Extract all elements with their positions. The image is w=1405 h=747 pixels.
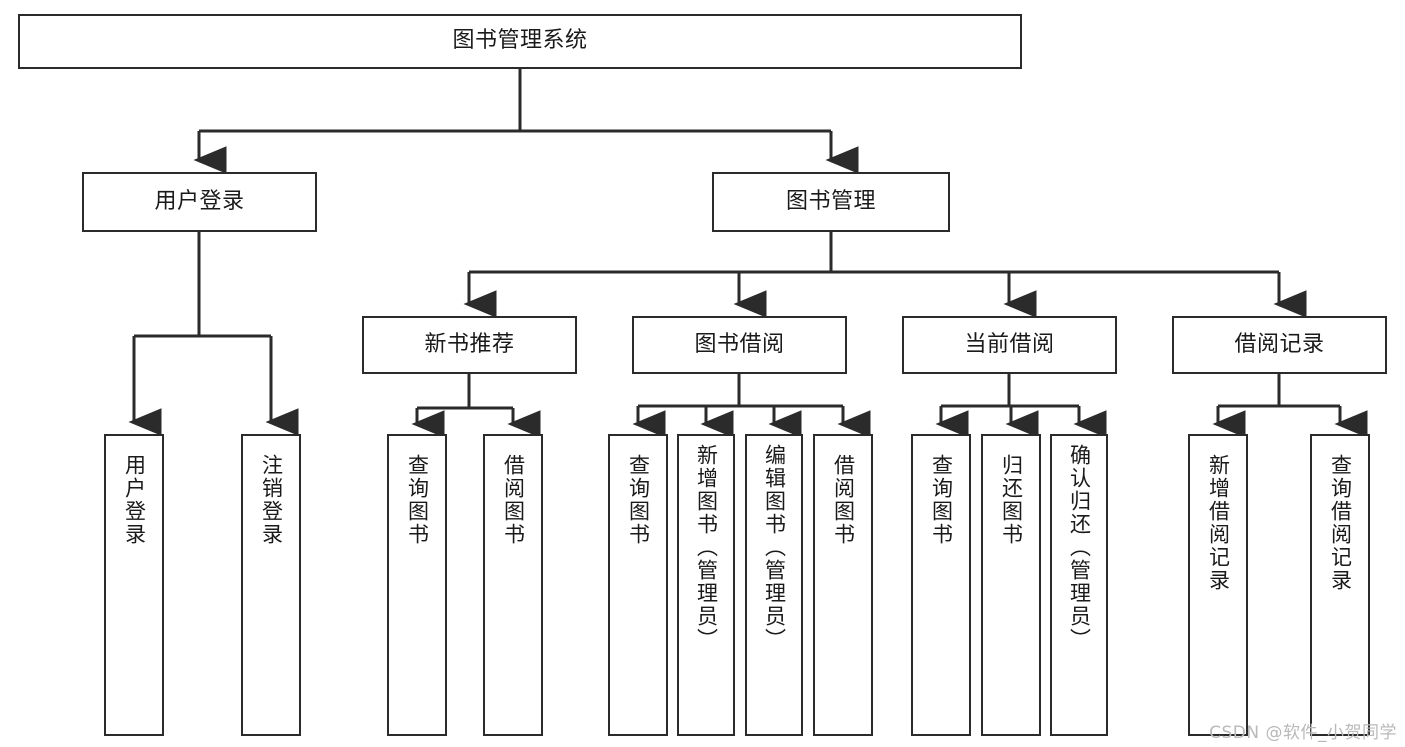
node-label: 查询图书: [626, 454, 651, 546]
node-leaf-add-book[interactable]: 新增图书（管理员）: [677, 434, 735, 736]
node-label: 确认归还（管理员）: [1067, 444, 1092, 651]
node-current-borrow[interactable]: 当前借阅: [902, 316, 1117, 374]
node-book-manage[interactable]: 图书管理: [712, 172, 950, 232]
node-leaf-query-book-3[interactable]: 查询图书: [911, 434, 971, 736]
node-leaf-query-book-2[interactable]: 查询图书: [608, 434, 668, 736]
node-label: 新增图书（管理员）: [694, 444, 719, 651]
node-leaf-borrow-book-2[interactable]: 借阅图书: [813, 434, 873, 736]
node-label: 查询图书: [405, 454, 430, 546]
node-leaf-query-record[interactable]: 查询借阅记录: [1310, 434, 1370, 736]
node-label: 图书管理: [785, 188, 876, 214]
node-label: 借阅图书: [831, 454, 856, 546]
node-label: 用户登录: [154, 188, 245, 214]
node-leaf-user-login[interactable]: 用户登录: [104, 434, 164, 736]
node-label: 借阅记录: [1234, 331, 1325, 357]
node-label: 查询图书: [929, 454, 954, 546]
node-label: 查询借阅记录: [1328, 454, 1353, 592]
node-leaf-add-record[interactable]: 新增借阅记录: [1188, 434, 1248, 736]
node-leaf-confirm-return[interactable]: 确认归还（管理员）: [1050, 434, 1108, 736]
node-label: 新增借阅记录: [1206, 454, 1231, 592]
node-user-login[interactable]: 用户登录: [82, 172, 317, 232]
node-label: 图书借阅: [694, 331, 785, 357]
node-leaf-return-book[interactable]: 归还图书: [981, 434, 1041, 736]
node-label: 编辑图书（管理员）: [762, 444, 787, 651]
watermark-text: CSDN @软件_小贺同学: [1209, 723, 1397, 743]
node-leaf-logout[interactable]: 注销登录: [241, 434, 301, 736]
node-label: 用户登录: [122, 454, 147, 546]
node-label: 当前借阅: [964, 331, 1055, 357]
node-label: 归还图书: [999, 454, 1024, 546]
node-leaf-borrow-book-1[interactable]: 借阅图书: [483, 434, 543, 736]
node-root-system[interactable]: 图书管理系统: [18, 14, 1022, 69]
node-label: 注销登录: [259, 454, 284, 546]
node-borrow-record[interactable]: 借阅记录: [1172, 316, 1387, 374]
node-label: 图书管理系统: [452, 28, 588, 54]
node-leaf-query-book-1[interactable]: 查询图书: [387, 434, 447, 736]
node-label: 新书推荐: [424, 331, 515, 357]
node-leaf-edit-book[interactable]: 编辑图书（管理员）: [745, 434, 803, 736]
node-new-book-rec[interactable]: 新书推荐: [362, 316, 577, 374]
node-book-borrow[interactable]: 图书借阅: [632, 316, 847, 374]
node-label: 借阅图书: [501, 454, 526, 546]
